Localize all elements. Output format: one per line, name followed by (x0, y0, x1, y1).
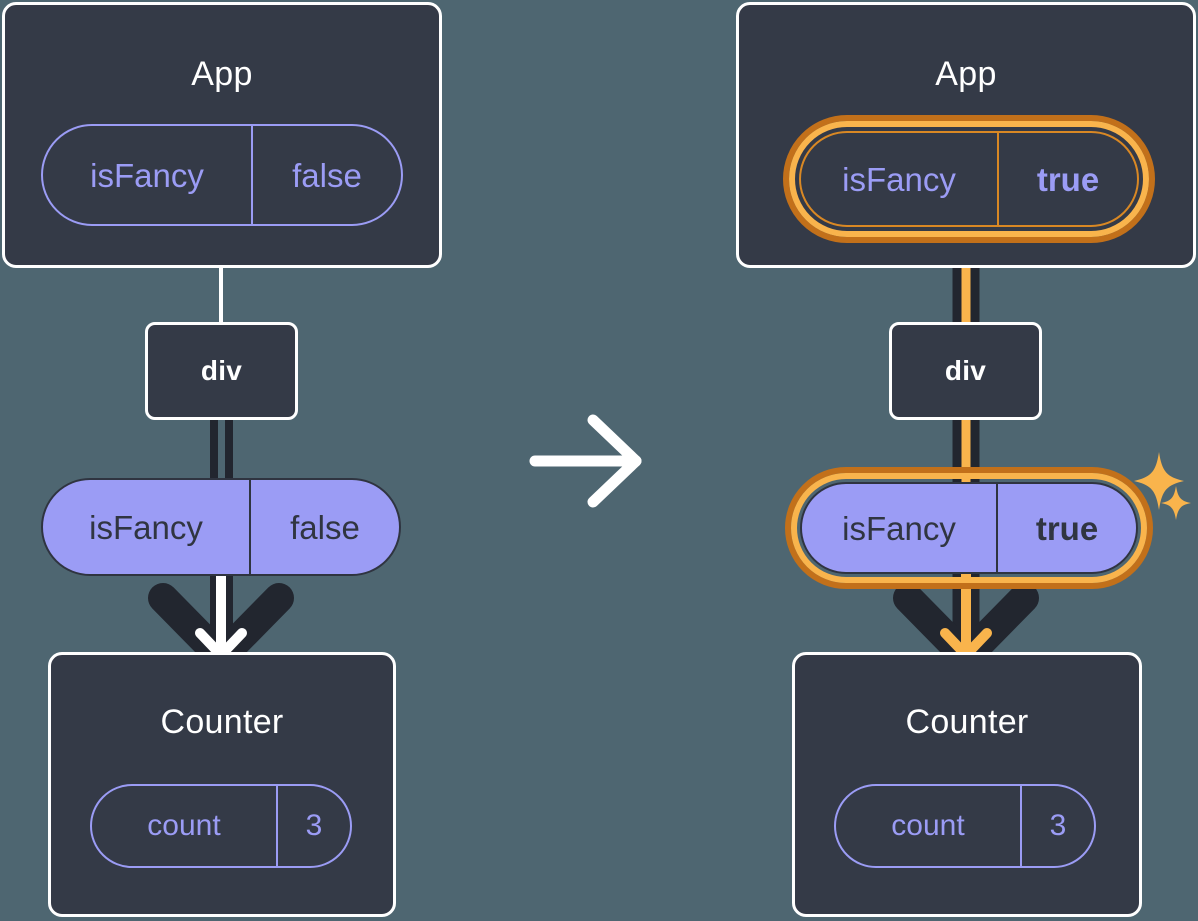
arrow-right-icon (529, 414, 642, 508)
app-state-highlight-ring-inner (789, 121, 1149, 237)
div-node-title: div (200, 355, 243, 386)
app-state-key: isFancy (90, 156, 204, 194)
prop-key: isFancy (842, 509, 956, 547)
counter-state-key: count (891, 809, 965, 842)
app-state-value: true (997, 133, 1137, 225)
app-node-title: App (935, 55, 997, 93)
prop-value: true (996, 484, 1136, 572)
arrow-prop-to-counter-left (148, 568, 294, 672)
div-node-after[interactable]: div (889, 322, 1042, 420)
app-state-highlight-ring-outer (783, 115, 1155, 243)
app-state-pill-after[interactable]: isFancy true (799, 131, 1139, 227)
counter-node-title: Counter (160, 703, 284, 741)
counter-state-value: 3 (1020, 786, 1094, 866)
prop-value: false (249, 480, 399, 574)
app-node-title: App (191, 55, 253, 93)
div-node-title: div (944, 355, 987, 386)
prop-highlight-ring-outer (785, 467, 1153, 589)
counter-state-pill-after[interactable]: count 3 (834, 784, 1096, 868)
counter-state-value: 3 (276, 786, 350, 866)
counter-state-pill-before[interactable]: count 3 (90, 784, 352, 868)
sparkle-small-icon (1161, 486, 1191, 520)
app-state-pill-before[interactable]: isFancy false (41, 124, 403, 226)
prop-highlight-ring-inner (791, 473, 1147, 583)
prop-key: isFancy (89, 508, 203, 546)
arrow-state-flow-left (195, 567, 247, 660)
prop-pill-after[interactable]: isFancy true (800, 482, 1138, 574)
counter-state-key: count (147, 809, 221, 842)
div-node-before[interactable]: div (145, 322, 298, 420)
app-state-value: false (251, 126, 401, 224)
app-state-key: isFancy (842, 160, 956, 198)
prop-pill-before[interactable]: isFancy false (41, 478, 401, 576)
counter-node-title: Counter (905, 703, 1029, 741)
